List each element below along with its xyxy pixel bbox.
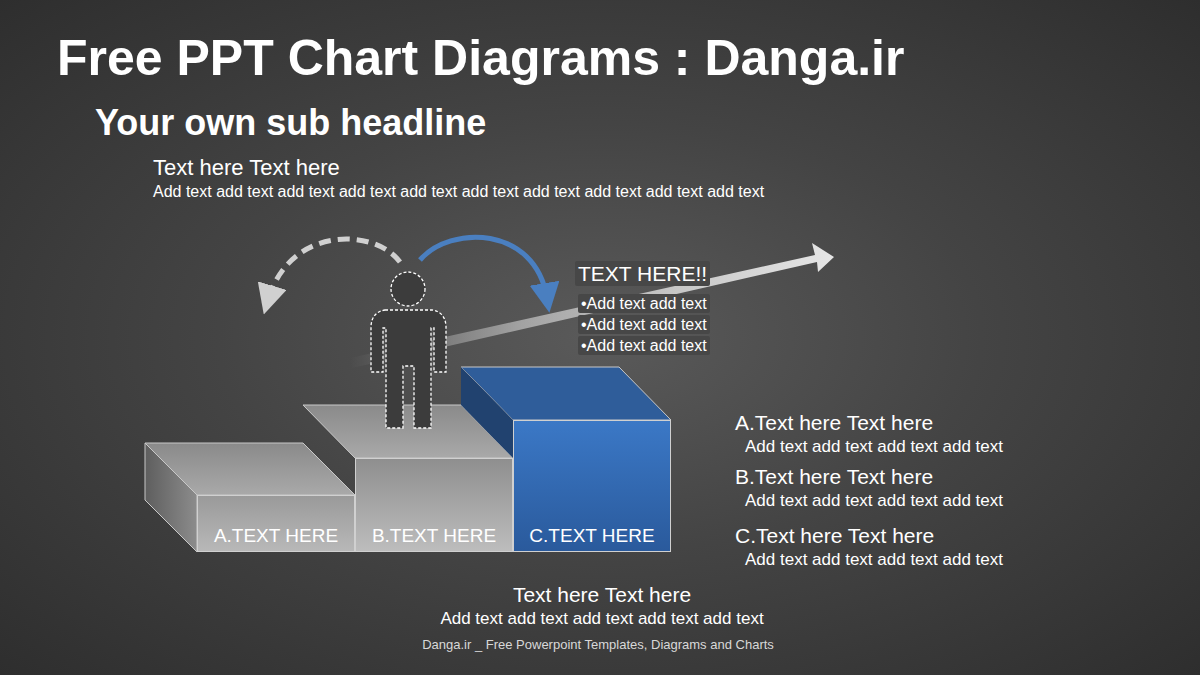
item-body: Add text add text add text add text bbox=[745, 437, 1003, 457]
body-text: Add text add text add text add text add … bbox=[440, 609, 763, 629]
sub-headline: Your own sub headline bbox=[95, 101, 486, 144]
slide-title: Free PPT Chart Diagrams : Danga.ir bbox=[57, 28, 904, 88]
step-label: A.TEXT HERE bbox=[202, 525, 350, 548]
item-heading: A.Text here Text here bbox=[735, 410, 933, 435]
text-heading: Text here Text here bbox=[153, 155, 340, 181]
person-figure bbox=[371, 272, 446, 428]
item-heading: B.Text here Text here bbox=[735, 464, 933, 489]
curved-arrow-blue bbox=[420, 237, 547, 298]
step-front-highlight: C.TEXT HERE bbox=[513, 420, 671, 552]
step-front: A.TEXT HERE bbox=[197, 495, 355, 552]
bullet-text: •Add text add text bbox=[578, 315, 710, 334]
step-front: B.TEXT HERE bbox=[355, 458, 513, 552]
curved-arrow-dashed bbox=[268, 239, 400, 300]
footer-caption: Danga.ir _ Free Powerpoint Templates, Di… bbox=[422, 637, 774, 653]
step-side bbox=[461, 367, 513, 458]
step-side bbox=[145, 443, 197, 552]
bullet-text: •Add text add text bbox=[578, 294, 710, 313]
item-body: Add text add text add text add text bbox=[745, 550, 1003, 570]
item-heading: C.Text here Text here bbox=[735, 523, 934, 548]
text-heading: Text here Text here bbox=[513, 582, 691, 607]
step-label: B.TEXT HERE bbox=[360, 525, 508, 548]
step-label: C.TEXT HERE bbox=[518, 525, 666, 548]
bullet-text: •Add text add text bbox=[578, 336, 710, 355]
item-body: Add text add text add text add text bbox=[745, 491, 1003, 511]
body-text: Add text add text add text add text add … bbox=[153, 182, 764, 201]
callout-heading: TEXT HERE!! bbox=[575, 261, 710, 286]
